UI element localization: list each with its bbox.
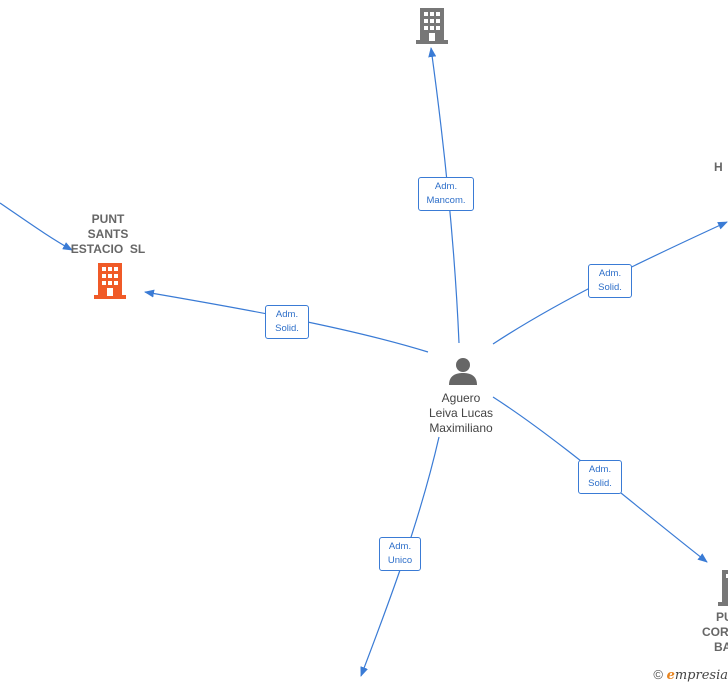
relation-role: Adm. [275,309,299,320]
person-name-line: Aguero [441,391,481,405]
person-name-line: Maximiliano [429,421,493,435]
company-label-right[interactable]: H [714,160,728,175]
relation-label-top[interactable]: Adm. Mancom. [418,177,474,211]
building-icon[interactable] [718,570,728,606]
person-label[interactable]: Aguero Leiva Lucas Maximiliano [411,391,511,436]
company-label-line: ESTACIO SL [70,242,146,256]
relation-role: Adm. [598,268,622,279]
relation-type: Solid. [275,323,299,334]
company-label-line: BA [714,640,728,654]
person-icon[interactable] [448,356,478,386]
company-label-left[interactable]: PUNT SANTS ESTACIO SL [62,212,154,257]
relation-type: Mancom. [426,195,466,206]
relation-role: Adm. [388,541,412,552]
brand-logo: empresia [666,668,728,683]
company-label-line: SANTS [87,227,129,241]
relation-label-left[interactable]: Adm. Solid. [265,305,309,339]
relation-type: Solid. [588,478,612,489]
company-label-line: PU [716,610,728,624]
edge-incoming-left [0,202,73,251]
relation-label-bottom-right[interactable]: Adm. Solid. [578,460,622,494]
person-name-line: Leiva Lucas [428,406,494,420]
company-label-line: H [714,160,723,174]
building-icon[interactable] [416,8,448,44]
relation-type: Unico [387,555,413,566]
relation-label-bottom[interactable]: Adm. Unico [379,537,421,571]
company-label-bottom-right[interactable]: PU CORI BA [700,610,728,655]
relation-role: Adm. [588,464,612,475]
building-icon[interactable] [94,263,126,299]
company-label-line: CORI [702,625,728,639]
company-label-line: PUNT [91,212,125,226]
copyright-symbol: © [653,667,663,682]
relation-role: Adm. [434,181,458,192]
relation-type: Solid. [598,282,622,293]
empresia-watermark: © empresia [653,667,728,683]
relation-label-right[interactable]: Adm. Solid. [588,264,632,298]
